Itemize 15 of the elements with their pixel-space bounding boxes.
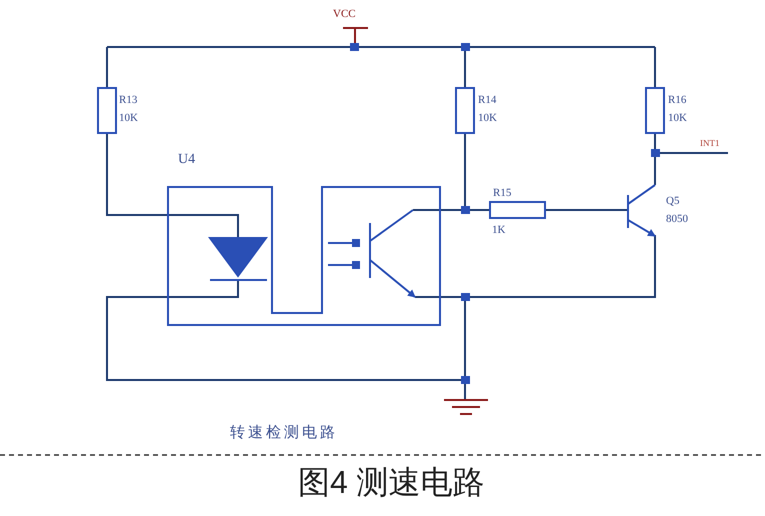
component-label: R16: [668, 95, 686, 106]
component-label: 10K: [478, 113, 497, 124]
component-label: 10K: [668, 113, 687, 124]
component-label: Q5: [666, 196, 680, 207]
component-label: U4: [178, 153, 196, 167]
component-label: 1K: [492, 225, 506, 236]
component-label: R15: [493, 188, 512, 199]
component-label: 10K: [119, 113, 138, 124]
component-label: R13: [119, 95, 138, 106]
component-label: R14: [478, 95, 496, 106]
net-label: INT1: [700, 139, 720, 148]
caption: 图4 测速电路: [298, 466, 485, 498]
component-label: 8050: [666, 214, 688, 225]
net-label: VCC: [333, 9, 356, 20]
subtitle: 转速检测电路: [230, 425, 338, 440]
